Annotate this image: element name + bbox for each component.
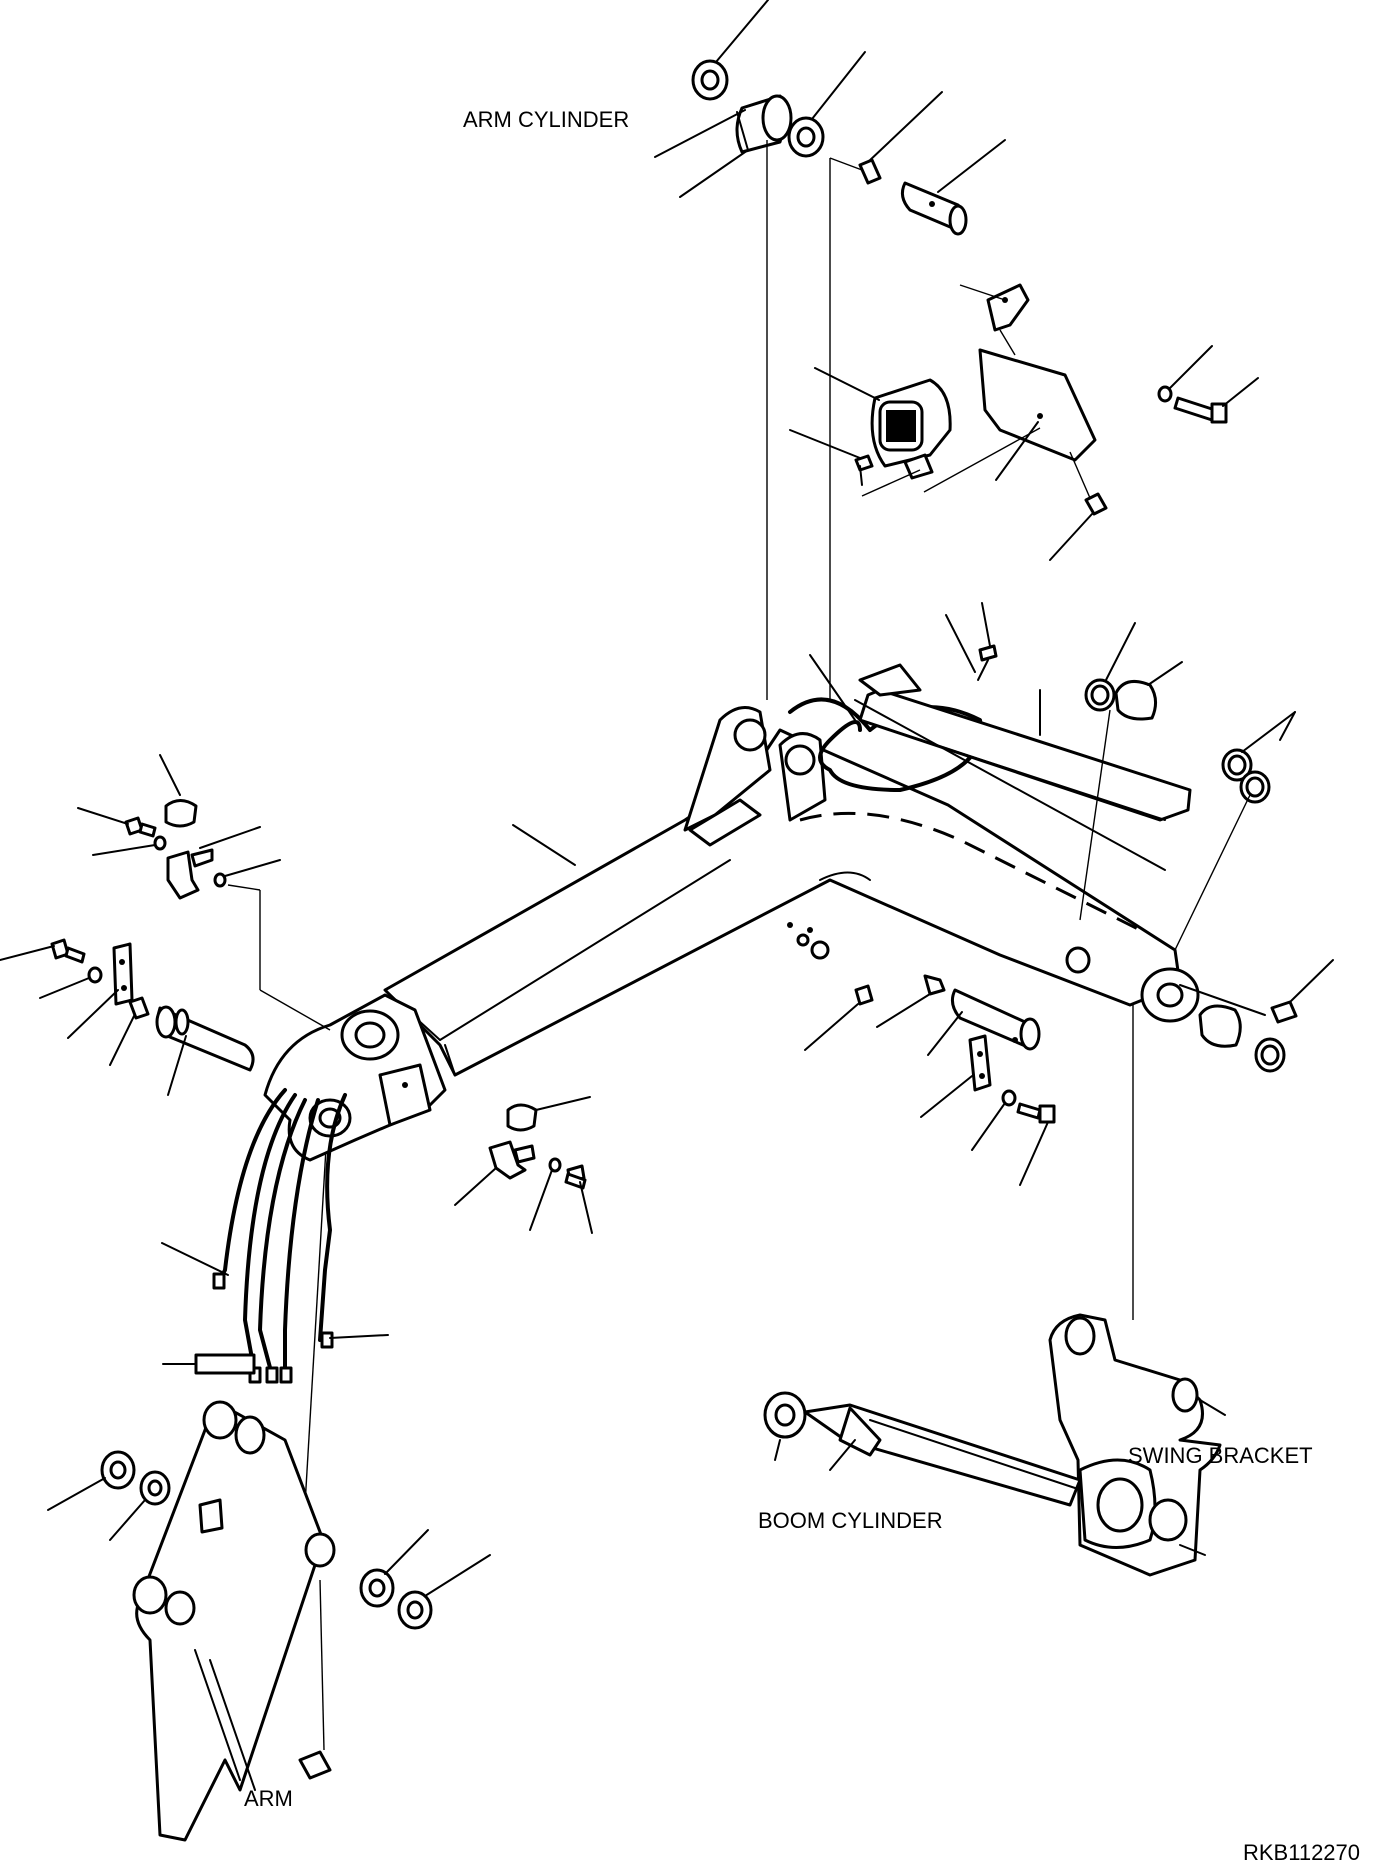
grease-fitting-top xyxy=(829,91,943,185)
washer-top-2 xyxy=(787,51,866,158)
boom-arm-end xyxy=(263,993,456,1162)
arm-cylinder-head xyxy=(654,94,793,198)
lamp-leader-lines-2 xyxy=(923,427,1041,493)
lamp-leader-lines xyxy=(861,469,921,497)
plate-right xyxy=(920,1034,992,1118)
drawing-number: RKB112270 xyxy=(1243,1840,1360,1865)
bushing-bottom xyxy=(1198,1004,1286,1073)
bracket-nut xyxy=(1049,451,1108,561)
cap-center xyxy=(506,1096,591,1132)
swing-bracket-label: SWING BRACKET xyxy=(1128,1443,1313,1468)
oring-left xyxy=(213,859,281,888)
arm-label: ARM xyxy=(244,1786,293,1811)
seal-leader xyxy=(1174,794,1251,951)
washer-arm-4 xyxy=(397,1554,491,1630)
bolt-left-1 xyxy=(77,807,157,838)
boom-cylinder-label: BOOM CYLINDER xyxy=(758,1508,943,1533)
swing-bracket xyxy=(1048,1313,1226,1577)
washer-left-1 xyxy=(92,835,167,856)
boom-body xyxy=(383,706,1200,1077)
guard-bolt xyxy=(945,602,998,681)
washer-arm-2 xyxy=(109,1470,171,1541)
elbow-fitting-left xyxy=(166,826,261,900)
grease-fitting-left xyxy=(109,996,150,1066)
bolt-right-1 xyxy=(804,984,874,1051)
pin-left xyxy=(155,1005,255,1096)
bolt-center xyxy=(564,1164,593,1234)
arm-structure xyxy=(132,1400,336,1842)
left-leader-3 xyxy=(259,989,331,1031)
oring-center xyxy=(529,1157,562,1231)
arm-cylinder-label: ARM CYLINDER xyxy=(463,107,629,132)
washer-arm-1 xyxy=(47,1450,136,1511)
lamp-bracket xyxy=(959,283,1097,481)
left-leader xyxy=(227,884,261,891)
rod-line xyxy=(854,699,1166,871)
cap-left xyxy=(159,754,198,828)
washer-left-2 xyxy=(39,966,103,999)
pin-top xyxy=(900,139,1006,236)
hose-guard xyxy=(858,663,1192,822)
bushing-top xyxy=(1114,661,1183,721)
boom-leader xyxy=(512,824,576,866)
boom-hoses xyxy=(161,1088,389,1384)
seal-leader-2 xyxy=(1079,709,1111,921)
seal-ring-2 xyxy=(1221,711,1296,804)
washer-right xyxy=(971,1089,1017,1151)
bolt-right-2 xyxy=(1016,1102,1056,1186)
bracket-bolt xyxy=(1157,345,1259,424)
work-lamp xyxy=(814,367,952,480)
washer-arm-3 xyxy=(359,1529,429,1608)
elbow-fitting-center xyxy=(454,1140,536,1206)
lamp-bolt xyxy=(789,429,874,486)
sensor-connector xyxy=(1179,959,1334,1024)
pin-right xyxy=(927,988,1041,1056)
grease-fitting-right xyxy=(876,974,946,1028)
washer-top-1 xyxy=(691,0,769,101)
bolt-left-2 xyxy=(0,938,86,964)
seal-ring-1 xyxy=(1084,622,1136,712)
boom-cylinder xyxy=(763,1391,1082,1507)
